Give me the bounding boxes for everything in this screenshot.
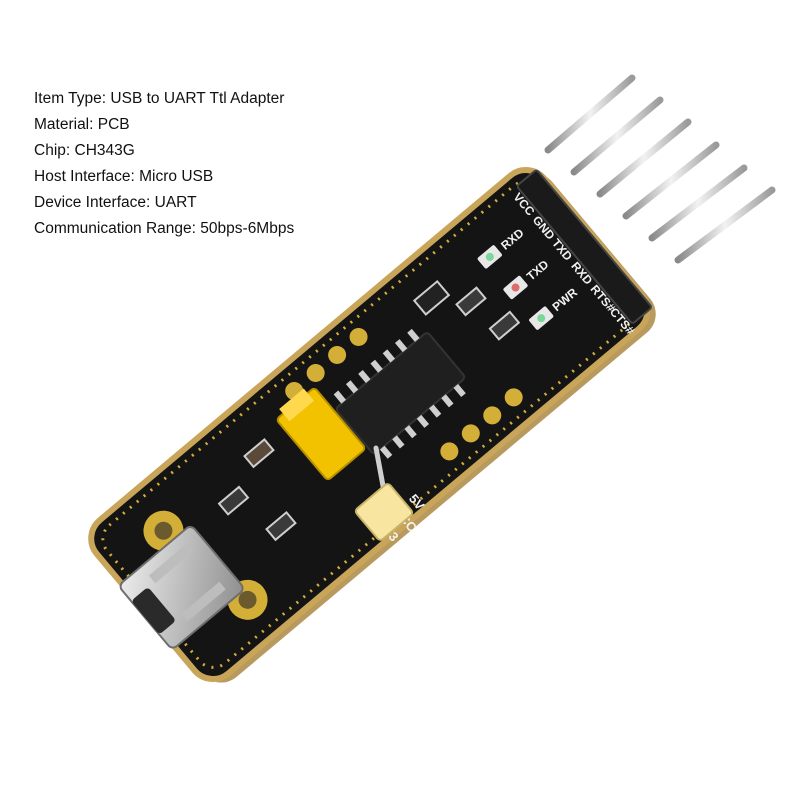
usb-connector: [119, 526, 244, 649]
spec-item-type: Item Type: USB to UART Ttl Adapter: [34, 90, 285, 107]
spec-host-interface: Host Interface: Micro USB: [34, 168, 214, 185]
pad-row: [285, 327, 368, 400]
spec-material: Material: PCB: [34, 116, 130, 133]
jumper-cap: [276, 387, 414, 541]
pcb-board: RXD TXD PWR VCC GND TXD RXD RTS# CTS# 3V…: [88, 167, 656, 683]
spec-device-interface: Device Interface: UART: [34, 194, 197, 211]
pad-row: [440, 388, 523, 461]
smd-components: [217, 279, 521, 542]
led-rxd: [477, 245, 502, 269]
led-pwr: [529, 306, 554, 330]
chip-ic: [333, 328, 466, 459]
spec-chip: Chip: CH343G: [34, 142, 135, 159]
spec-communication-range: Communication Range: 50bps-6Mbps: [34, 220, 295, 237]
pin-header: [516, 169, 652, 324]
spec-list: Item Type: USB to UART Ttl Adapter Mater…: [34, 86, 294, 242]
led-txd: [503, 275, 528, 300]
header-pins: [544, 74, 776, 264]
